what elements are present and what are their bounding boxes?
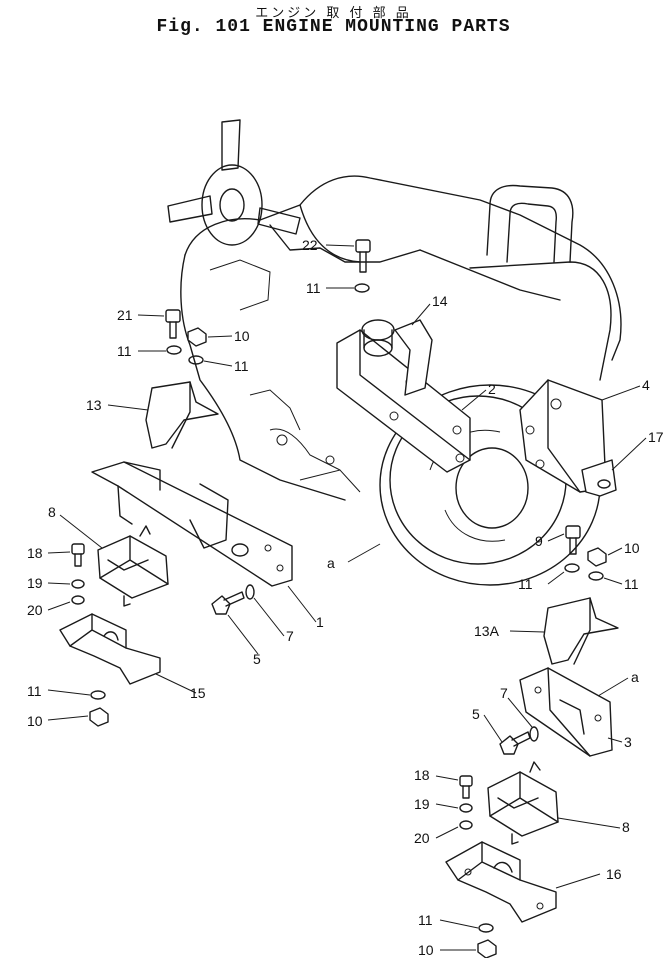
nut-10-b [587, 547, 607, 567]
callout-14: 14 [432, 293, 448, 309]
nut-10-right [477, 939, 497, 958]
callout-13a: 13A [474, 623, 500, 639]
callout-labels: 22 11 14 21 10 11 11 2 4 13 17 8 18 19 2… [27, 237, 664, 958]
callout-8: 8 [622, 819, 630, 835]
right-mount-plate [519, 667, 613, 757]
washer-7-right [529, 726, 539, 742]
callout-11: 11 [306, 280, 321, 296]
callout-19: 19 [27, 575, 43, 591]
callout-5: 5 [253, 651, 261, 667]
left-mount-plate [91, 461, 293, 587]
callout-19: 19 [414, 796, 430, 812]
washer-7-left [245, 584, 255, 600]
washer-11-e [588, 571, 604, 581]
callout-11: 11 [418, 912, 433, 928]
bolt-21 [165, 309, 181, 339]
engine-block [167, 119, 622, 501]
callout-20: 20 [27, 602, 43, 618]
callout-11: 11 [624, 576, 639, 592]
leader-lines [47, 244, 647, 951]
front-bracket [336, 319, 471, 473]
callout-7: 7 [500, 685, 508, 701]
callout-3: 3 [624, 734, 632, 750]
left-cover [145, 381, 219, 449]
callout-5: 5 [472, 706, 480, 722]
callout-9: 9 [535, 533, 543, 549]
callout-4: 4 [642, 377, 650, 393]
callout-13: 13 [86, 397, 102, 413]
bolt-5-left [211, 591, 245, 615]
nut-10-a [187, 327, 207, 347]
bolt-5-right [499, 731, 531, 755]
washer-11-d [564, 563, 580, 573]
washer-11-right [478, 923, 494, 933]
washer-11-b [166, 345, 182, 355]
callout-18: 18 [27, 545, 43, 561]
callout-11: 11 [27, 683, 42, 699]
callout-21: 21 [117, 307, 133, 323]
right-cover [543, 597, 619, 665]
bolt-22 [355, 239, 371, 273]
callout-10: 10 [27, 713, 43, 729]
callout-15: 15 [190, 685, 206, 701]
callout-11: 11 [234, 358, 249, 374]
left-rubber-mount [97, 525, 169, 607]
callout-2: 2 [488, 381, 496, 397]
washer-11-c [188, 355, 204, 365]
callout-22: 22 [302, 237, 318, 253]
callout-10: 10 [234, 328, 250, 344]
callout-18: 18 [414, 767, 430, 783]
figure-title: Fig. 101 ENGINE MOUNTING PARTS [156, 17, 511, 37]
callout-17: 17 [648, 429, 664, 445]
washer-20-right [459, 820, 473, 830]
nut-10-left [89, 707, 109, 727]
callout-11: 11 [117, 343, 132, 359]
washer-11-top [354, 283, 370, 293]
callout-16: 16 [606, 866, 622, 882]
callout-10: 10 [624, 540, 640, 556]
washer-19-left [71, 579, 85, 589]
left-support-bracket [59, 613, 161, 685]
bolt-18-left [71, 543, 85, 567]
rear-bracket [519, 379, 617, 497]
callout-20: 20 [414, 830, 430, 846]
washer-19-right [459, 803, 473, 813]
callout-10: 10 [418, 942, 434, 958]
callout-8: 8 [48, 504, 56, 520]
callout-a: a [327, 555, 335, 571]
washer-20-left [71, 595, 85, 605]
washer-11-left [90, 690, 106, 700]
right-support-bracket [445, 841, 557, 923]
title-japanese: エンジン 取 付 部 品 [255, 6, 412, 21]
bolt-18-right [459, 775, 473, 799]
callout-7: 7 [286, 628, 294, 644]
right-rubber-mount [487, 761, 559, 845]
callout-11: 11 [518, 576, 533, 592]
callout-a: a [631, 669, 639, 685]
callout-1: 1 [316, 614, 324, 630]
bolt-9 [565, 525, 581, 555]
